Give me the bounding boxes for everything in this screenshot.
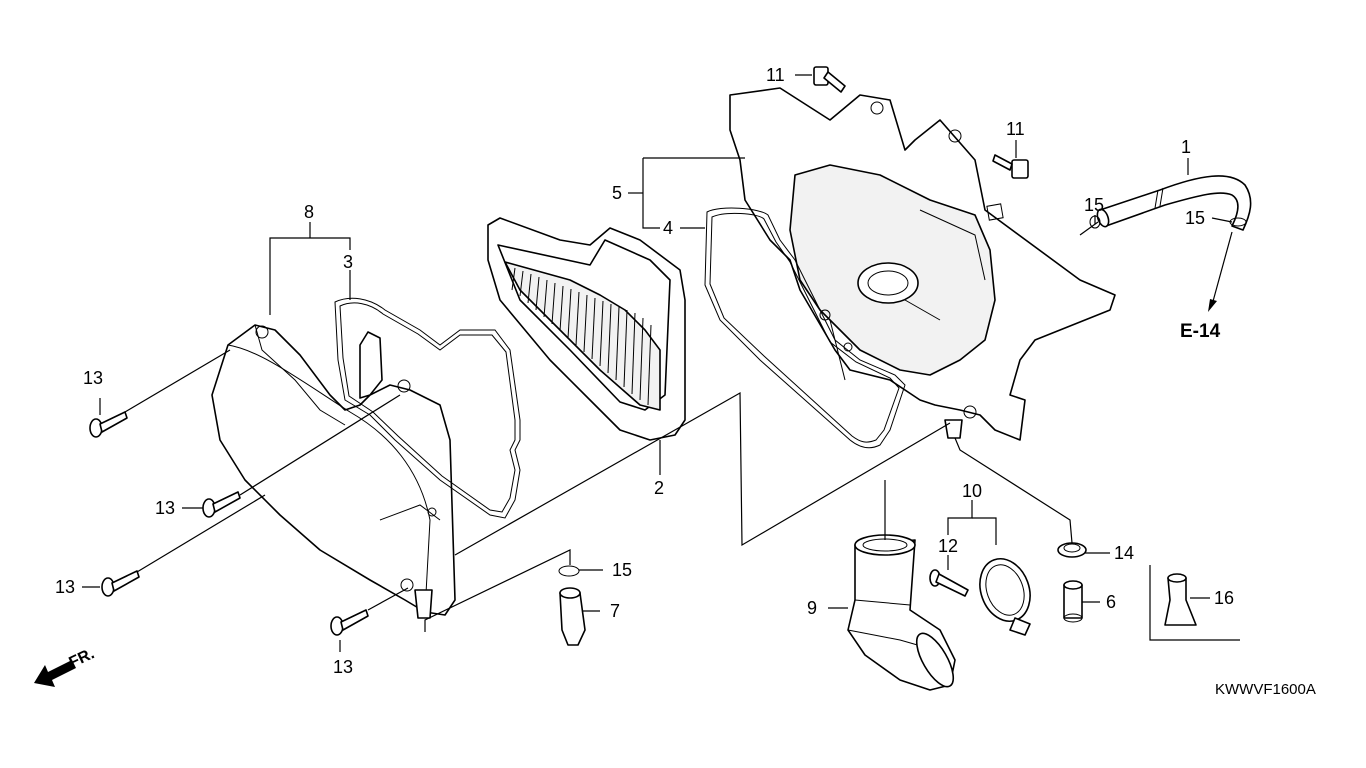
callout-15-upper: 15 <box>1084 195 1104 215</box>
callout-4: 4 <box>663 218 673 238</box>
callout-2: 2 <box>654 478 664 498</box>
callout-15-right: 15 <box>1185 208 1205 228</box>
callout-15-lower: 15 <box>612 560 632 580</box>
callout-1: 1 <box>1181 137 1191 157</box>
callout-7: 7 <box>610 601 620 621</box>
callout-13-d: 13 <box>333 657 353 677</box>
breather-tube <box>1096 175 1252 231</box>
front-direction-arrow: FR. <box>34 645 97 687</box>
screw-13-d <box>330 609 369 636</box>
callout-3: 3 <box>343 252 353 272</box>
drain-plug <box>558 565 586 646</box>
tube-clip-14 <box>1057 542 1087 558</box>
callout-11-upper: 11 <box>766 65 785 85</box>
drawing-code: KWWVF1600A <box>1215 681 1316 698</box>
air-cleaner-cover <box>211 324 456 619</box>
bolt-11-right <box>992 154 1029 179</box>
case-gasket <box>704 207 906 449</box>
drain-tube-6 <box>1063 580 1083 623</box>
callout-8: 8 <box>304 202 314 222</box>
reference-e14: E-14 <box>1180 321 1221 342</box>
reference-arrow <box>1208 231 1233 312</box>
callout-13-c: 13 <box>55 577 75 597</box>
screw-13-a <box>89 411 128 438</box>
leader-lines <box>82 74 1233 652</box>
callout-12: 12 <box>938 536 958 556</box>
callout-13-b: 13 <box>155 498 175 518</box>
cover-gasket <box>334 297 521 519</box>
tube-band <box>979 558 1031 636</box>
bolt-11-upper <box>813 66 846 93</box>
callout-5: 5 <box>612 183 622 203</box>
callout-14: 14 <box>1114 543 1134 563</box>
screw-13-c <box>101 570 140 597</box>
callout-13-a: 13 <box>83 368 103 388</box>
air-filter-element <box>487 217 686 441</box>
connecting-tube <box>847 534 956 691</box>
callout-6: 6 <box>1106 592 1116 612</box>
callout-10: 10 <box>962 481 982 501</box>
callout-11-right: 11 <box>1006 119 1025 139</box>
callout-9: 9 <box>807 598 817 618</box>
band-screw <box>929 569 969 597</box>
air-cleaner-case <box>729 87 1116 441</box>
drain-cap-16 <box>1149 565 1240 641</box>
front-label: FR. <box>67 645 98 671</box>
callout-16: 16 <box>1214 588 1234 608</box>
